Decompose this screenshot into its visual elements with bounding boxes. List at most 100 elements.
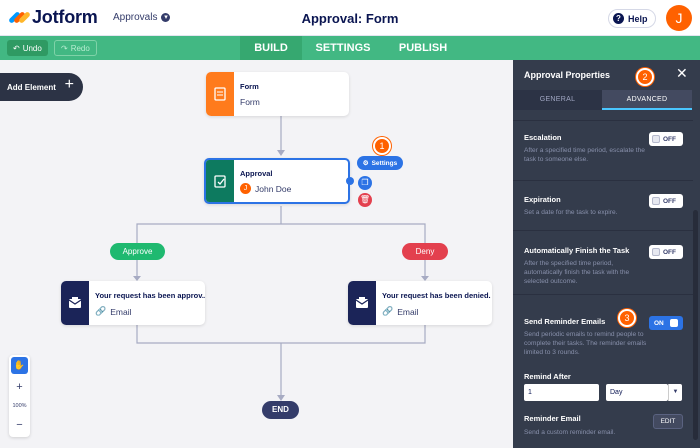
approvals-dropdown-label: Approvals [113, 12, 158, 23]
workflow-connectors [133, 116, 429, 401]
close-icon[interactable]: ✕ [676, 65, 688, 81]
approved-email-type: Email [110, 306, 132, 317]
escalation-toggle[interactable]: OFF [649, 132, 683, 146]
toggle-knob [669, 319, 678, 327]
link-icon: 🔗 [382, 306, 394, 316]
toggle-label: OFF [663, 248, 676, 256]
undo-icon: ↶ [13, 43, 20, 53]
chevron-down-icon: ▾ [161, 13, 171, 22]
reminder-toggle[interactable]: ON [649, 316, 683, 330]
redo-button[interactable]: ↷ Redo [54, 40, 97, 56]
form-node-title: Form [240, 82, 259, 91]
logo-text: Jotform [32, 7, 98, 27]
approval-icon [206, 160, 234, 202]
delete-node-button[interactable]: 🗑 [358, 193, 372, 207]
approve-branch-label[interactable]: Approve [110, 243, 165, 260]
assignee-name: John Doe [255, 183, 292, 194]
node-settings-label: Settings [371, 159, 398, 167]
duplicate-node-button[interactable]: ❐ [358, 176, 372, 190]
setting-desc: After the specified time period, automat… [524, 260, 630, 285]
undo-button[interactable]: ↶ Undo [7, 40, 48, 56]
denied-email-subtitle: 🔗 Email [382, 306, 418, 317]
form-node[interactable]: Form Form [206, 72, 349, 116]
auto-finish-toggle[interactable]: OFF [649, 245, 683, 259]
toggle-label: OFF [663, 197, 676, 205]
approved-email-node[interactable]: Your request has been approv... 🔗 Email [61, 281, 205, 325]
setting-title: Expiration [524, 195, 561, 204]
approval-node[interactable]: Approval J John Doe [204, 158, 350, 204]
redo-label: Redo [70, 43, 90, 53]
tab-advanced[interactable]: ADVANCED [602, 90, 692, 110]
toggle-knob [652, 197, 660, 205]
zoom-controls: ✋ + 100% − [9, 355, 30, 437]
tab-build[interactable]: BUILD [240, 36, 302, 60]
denied-email-title: Your request has been denied. [382, 291, 491, 300]
callout-badge-1: 1 [373, 137, 391, 155]
denied-email-type: Email [397, 306, 419, 317]
remind-after-input[interactable]: 1 [524, 384, 599, 401]
add-element-button[interactable]: Add Element + [0, 73, 83, 101]
denied-email-node[interactable]: Your request has been denied. 🔗 Email [348, 281, 492, 325]
jotform-logo[interactable]: Jotform [8, 7, 98, 28]
toggle-label: OFF [663, 135, 676, 143]
expiration-setting: Expiration Set a date for the task to ex… [513, 180, 693, 230]
help-button[interactable]: ? Help [608, 9, 656, 28]
callout-badge-2: 2 [636, 68, 654, 86]
panel-title: Approval Properties [524, 70, 611, 80]
redo-icon: ↷ [61, 43, 68, 53]
add-element-label: Add Element [7, 82, 56, 92]
help-icon: ? [613, 13, 624, 24]
reminder-setting: Send Reminder Emails Send periodic email… [513, 294, 693, 446]
setting-title: Automatically Finish the Task [524, 246, 630, 255]
connector-handle[interactable] [346, 177, 354, 185]
approval-node-assignee: J John Doe [240, 183, 291, 194]
reminder-email-label: Reminder Email [524, 414, 581, 423]
assignee-avatar: J [240, 183, 251, 194]
setting-title: Send Reminder Emails [524, 317, 606, 326]
zoom-level: 100% [12, 403, 27, 409]
setting-desc: Set a date for the task to expire. [524, 209, 618, 216]
link-icon: 🔗 [95, 306, 107, 316]
setting-title: Escalation [524, 133, 562, 142]
toggle-label: ON [654, 319, 664, 327]
tab-general[interactable]: GENERAL [513, 90, 602, 110]
zoom-out-button[interactable]: − [16, 419, 23, 431]
undo-label: Undo [22, 43, 42, 53]
email-icon [61, 281, 89, 325]
deny-branch-label[interactable]: Deny [402, 243, 448, 260]
remind-after-label: Remind After [524, 372, 571, 381]
chevron-down-icon[interactable]: ▼ [668, 384, 682, 401]
top-bar: Jotform Approvals ▾ Approval: Form ? Hel… [0, 0, 700, 36]
panel-scrollbar[interactable] [693, 210, 698, 440]
remind-unit-select[interactable]: Day [606, 384, 668, 401]
callout-badge-3: 3 [618, 309, 636, 327]
escalation-setting: Escalation After a specified time period… [513, 120, 693, 180]
trash-icon: 🗑 [359, 195, 371, 204]
tab-publish[interactable]: PUBLISH [398, 42, 448, 54]
auto-finish-setting: Automatically Finish the Task After the … [513, 230, 693, 294]
setting-desc: Send periodic emails to remind people to… [524, 331, 647, 356]
expiration-toggle[interactable]: OFF [649, 194, 683, 208]
approvals-dropdown[interactable]: Approvals ▾ [113, 12, 171, 23]
approved-email-title: Your request has been approv... [95, 291, 205, 300]
reminder-email-desc: Send a custom reminder email. [524, 429, 616, 436]
avatar[interactable]: J [666, 5, 692, 31]
toggle-knob [652, 135, 660, 143]
toggle-knob [652, 248, 660, 256]
hand-tool-button[interactable]: ✋ [11, 357, 28, 374]
edit-reminder-email-button[interactable]: EDIT [653, 414, 683, 429]
end-node[interactable]: END [262, 401, 299, 419]
hand-icon: ✋ [13, 360, 26, 370]
builder-nav: ↶ Undo ↷ Redo BUILD SETTINGS PUBLISH [0, 36, 700, 60]
zoom-in-button[interactable]: + [16, 381, 23, 393]
email-icon [348, 281, 376, 325]
help-label: Help [628, 13, 648, 24]
node-settings-button[interactable]: ⚙ Settings [357, 156, 403, 170]
approval-node-title: Approval [240, 169, 273, 178]
page-title: Approval: Form [301, 11, 399, 26]
properties-panel: Approval Properties ✕ GENERAL ADVANCED E… [513, 60, 700, 448]
copy-icon: ❐ [361, 178, 369, 187]
setting-desc: After a specified time period, escalate … [524, 147, 645, 163]
tab-settings[interactable]: SETTINGS [315, 42, 371, 54]
gear-icon: ⚙ [362, 160, 369, 167]
